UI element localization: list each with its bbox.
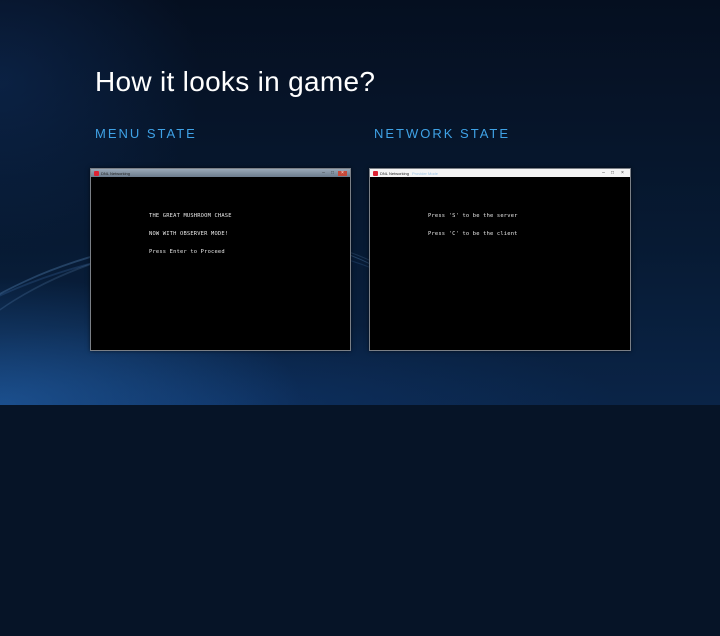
window-title: DNL Networking bbox=[101, 170, 130, 176]
app-icon bbox=[373, 170, 378, 176]
window-controls: – □ × bbox=[320, 169, 347, 176]
minimize-icon[interactable]: – bbox=[602, 169, 605, 176]
window-titlebar: DNL Networking – □ × bbox=[91, 169, 350, 177]
window-controls: – □ × bbox=[600, 169, 627, 176]
window-title: DNL Networking bbox=[380, 170, 409, 176]
game-screen: THE GREAT MUSHROOM CHASE NOW WITH OBSERV… bbox=[91, 177, 350, 350]
window-subtitle: Provider Mode bbox=[411, 170, 438, 176]
network-state-screenshot: DNL Networking Provider Mode – □ × Press… bbox=[369, 168, 631, 351]
minimize-icon[interactable]: – bbox=[322, 169, 325, 176]
slide-title: How it looks in game? bbox=[95, 66, 376, 97]
network-state-label: NETWORK STATE bbox=[374, 126, 511, 141]
close-icon[interactable]: × bbox=[338, 170, 347, 176]
game-title-text: THE GREAT MUSHROOM CHASE bbox=[149, 213, 232, 219]
maximize-icon[interactable]: □ bbox=[330, 169, 335, 176]
proceed-prompt-text: Press Enter to Proceed bbox=[149, 249, 225, 255]
app-icon bbox=[94, 170, 99, 176]
maximize-icon[interactable]: □ bbox=[610, 169, 615, 176]
window-titlebar: DNL Networking Provider Mode – □ × bbox=[370, 169, 630, 177]
observer-mode-text: NOW WITH OBSERVER MODE! bbox=[149, 231, 229, 237]
game-screen: Press 'S' to be the server Press 'C' to … bbox=[370, 177, 630, 350]
client-prompt-text: Press 'C' to be the client bbox=[428, 231, 518, 237]
server-prompt-text: Press 'S' to be the server bbox=[428, 213, 518, 219]
close-icon[interactable]: × bbox=[618, 170, 627, 176]
menu-state-screenshot: DNL Networking – □ × THE GREAT MUSHROOM … bbox=[90, 168, 351, 351]
menu-state-label: MENU STATE bbox=[95, 126, 197, 141]
